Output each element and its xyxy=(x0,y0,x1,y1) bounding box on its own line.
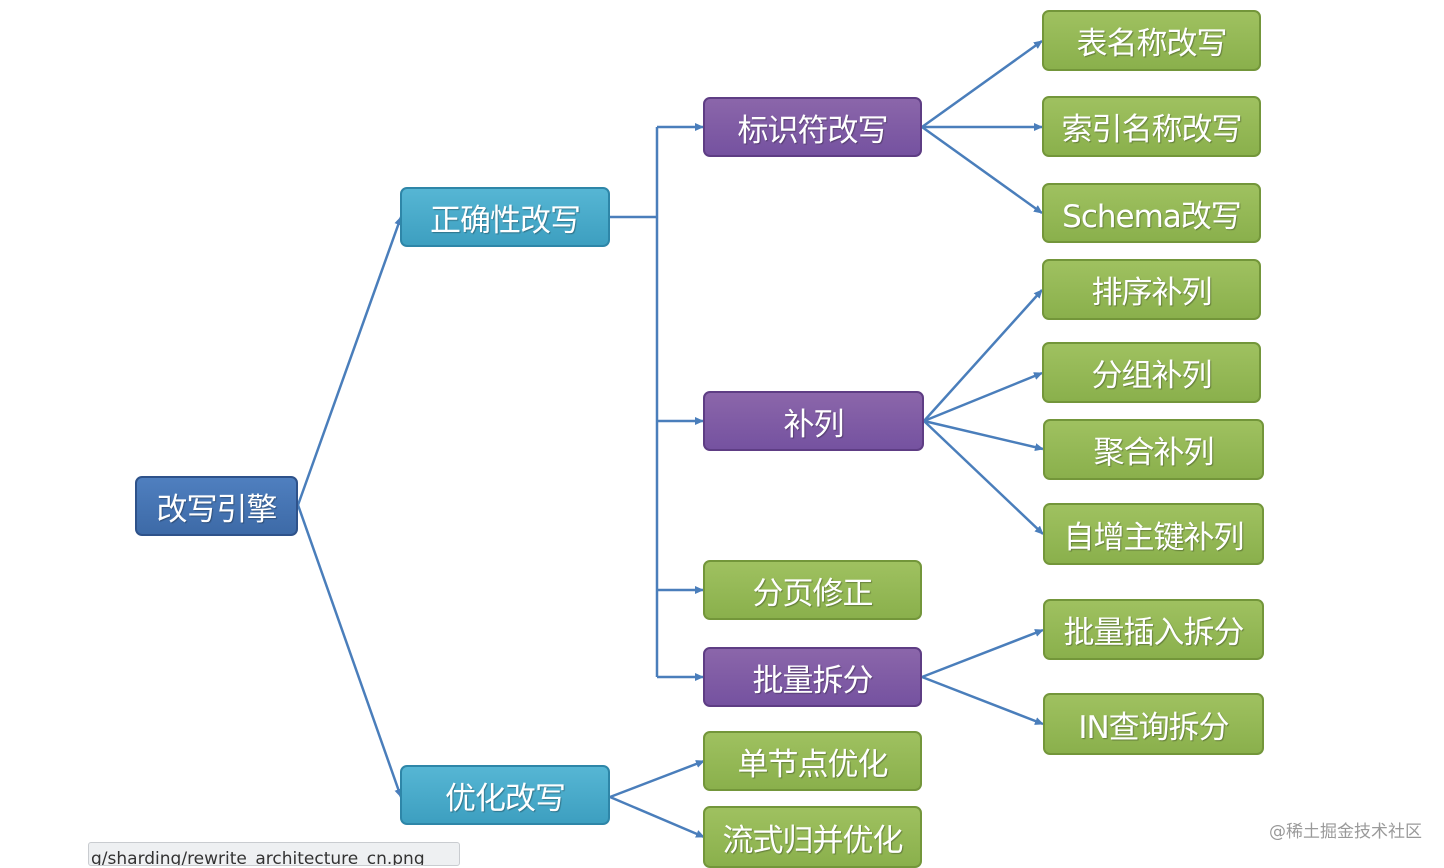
edge-column-order xyxy=(923,289,1043,422)
edge-optimization-single xyxy=(609,759,705,799)
node-table-name-rewrite: 表名称改写 xyxy=(1042,10,1261,71)
image-url-bar: g/sharding/rewrite_architecture_cn.png xyxy=(88,842,460,866)
juejin-watermark: @稀土掘金技术社区 xyxy=(1269,822,1422,842)
edge-root-optimization xyxy=(296,504,403,798)
node-order-by-derive: 排序补列 xyxy=(1042,259,1261,320)
node-correctness-rewrite: 正确性改写 xyxy=(400,187,610,247)
node-identifier-rewrite: 标识符改写 xyxy=(703,97,922,157)
node-column-derive: 补列 xyxy=(703,391,924,451)
node-index-name-rewrite: 索引名称改写 xyxy=(1042,96,1261,157)
node-schema-rewrite: Schema改写 xyxy=(1042,183,1261,243)
node-pagination-revise: 分页修正 xyxy=(703,560,922,620)
edge-root-correctness xyxy=(296,216,403,506)
node-single-node-optimize: 单节点优化 xyxy=(703,731,922,791)
edge-batch-insert xyxy=(921,628,1044,679)
node-rewrite-engine: 改写引擎 xyxy=(135,476,298,536)
node-optimization-rewrite: 优化改写 xyxy=(400,765,610,825)
node-aggregation-derive: 聚合补列 xyxy=(1043,419,1264,480)
edge-column-aggregation xyxy=(923,419,1044,452)
node-stream-merge-optimize: 流式归并优化 xyxy=(703,806,922,868)
node-batch-split: 批量拆分 xyxy=(703,647,922,707)
node-in-query-split: IN查询拆分 xyxy=(1043,693,1264,755)
node-batch-insert-split: 批量插入拆分 xyxy=(1043,599,1264,660)
edge-identifier-table xyxy=(921,39,1043,129)
edge-identifier-schema xyxy=(921,125,1043,215)
node-auto-increment-derive: 自增主键补列 xyxy=(1043,503,1264,565)
edge-batch-in xyxy=(921,675,1044,726)
edge-column-autoinc xyxy=(923,420,1044,535)
edge-optimization-stream xyxy=(609,795,705,839)
edge-column-group xyxy=(923,371,1043,423)
node-group-by-derive: 分组补列 xyxy=(1042,342,1261,403)
